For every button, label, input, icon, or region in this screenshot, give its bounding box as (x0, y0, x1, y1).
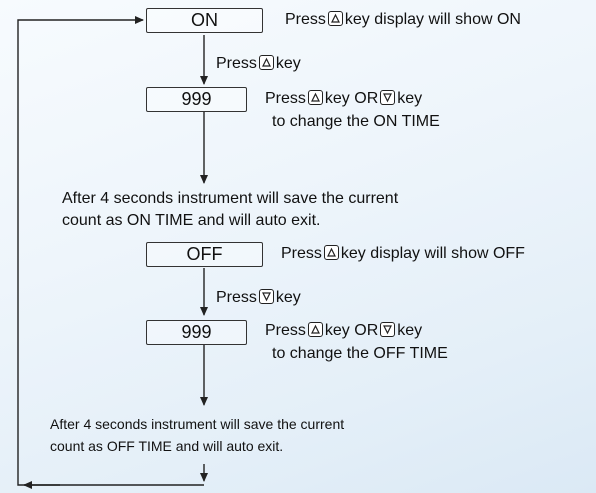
on-step2-key: key (397, 90, 423, 107)
on-time-box: 999 (146, 87, 247, 112)
off-step1-rest: key display will show OFF (340, 245, 525, 262)
off-step1-text: Press key display will show OFF (281, 245, 525, 263)
on-note-line1: After 4 seconds instrument will save the… (62, 190, 399, 207)
off-step2-line2: to change the OFF TIME (272, 345, 448, 362)
on-step2-or: key OR (324, 90, 379, 107)
down-key-icon (258, 289, 274, 304)
on-step2-text: Press key OR key (265, 90, 422, 108)
on-step1-text: Press key display will show ON (285, 11, 521, 29)
on-step1-press: Press (285, 11, 326, 28)
on-note-line2: count as ON TIME and will auto exit. (62, 212, 321, 229)
off-time-box: 999 (146, 320, 247, 345)
off-step2-key: key (397, 322, 423, 339)
off-note-line1: After 4 seconds instrument will save the… (50, 416, 345, 432)
on-press-key: key (275, 55, 301, 72)
up-key-icon (327, 11, 343, 26)
off-note-line2: count as OFF TIME and will auto exit. (50, 438, 284, 454)
up-key-icon (258, 55, 274, 70)
off-press-label: Press (216, 289, 257, 306)
up-key-icon (323, 245, 339, 260)
on-press-text: Press key (216, 55, 301, 73)
off-step2-press: Press (265, 322, 306, 339)
up-key-icon (307, 322, 323, 337)
loop-back-line (17, 16, 204, 486)
on-press-label: Press (216, 55, 257, 72)
up-key-icon (307, 90, 323, 105)
on-step2-line2: to change the ON TIME (272, 113, 440, 130)
off-press-key: key (275, 289, 301, 306)
off-step2-or: key OR (324, 322, 379, 339)
on-display-box: ON (146, 8, 263, 33)
on-step2-press: Press (265, 90, 306, 107)
down-key-icon (380, 322, 396, 337)
off-step2-text: Press key OR key (265, 322, 422, 340)
on-step1-rest: key display will show ON (344, 11, 521, 28)
off-press-text: Press key (216, 289, 301, 307)
off-display-box: OFF (146, 242, 263, 267)
down-key-icon (380, 90, 396, 105)
off-step1-press: Press (281, 245, 322, 262)
